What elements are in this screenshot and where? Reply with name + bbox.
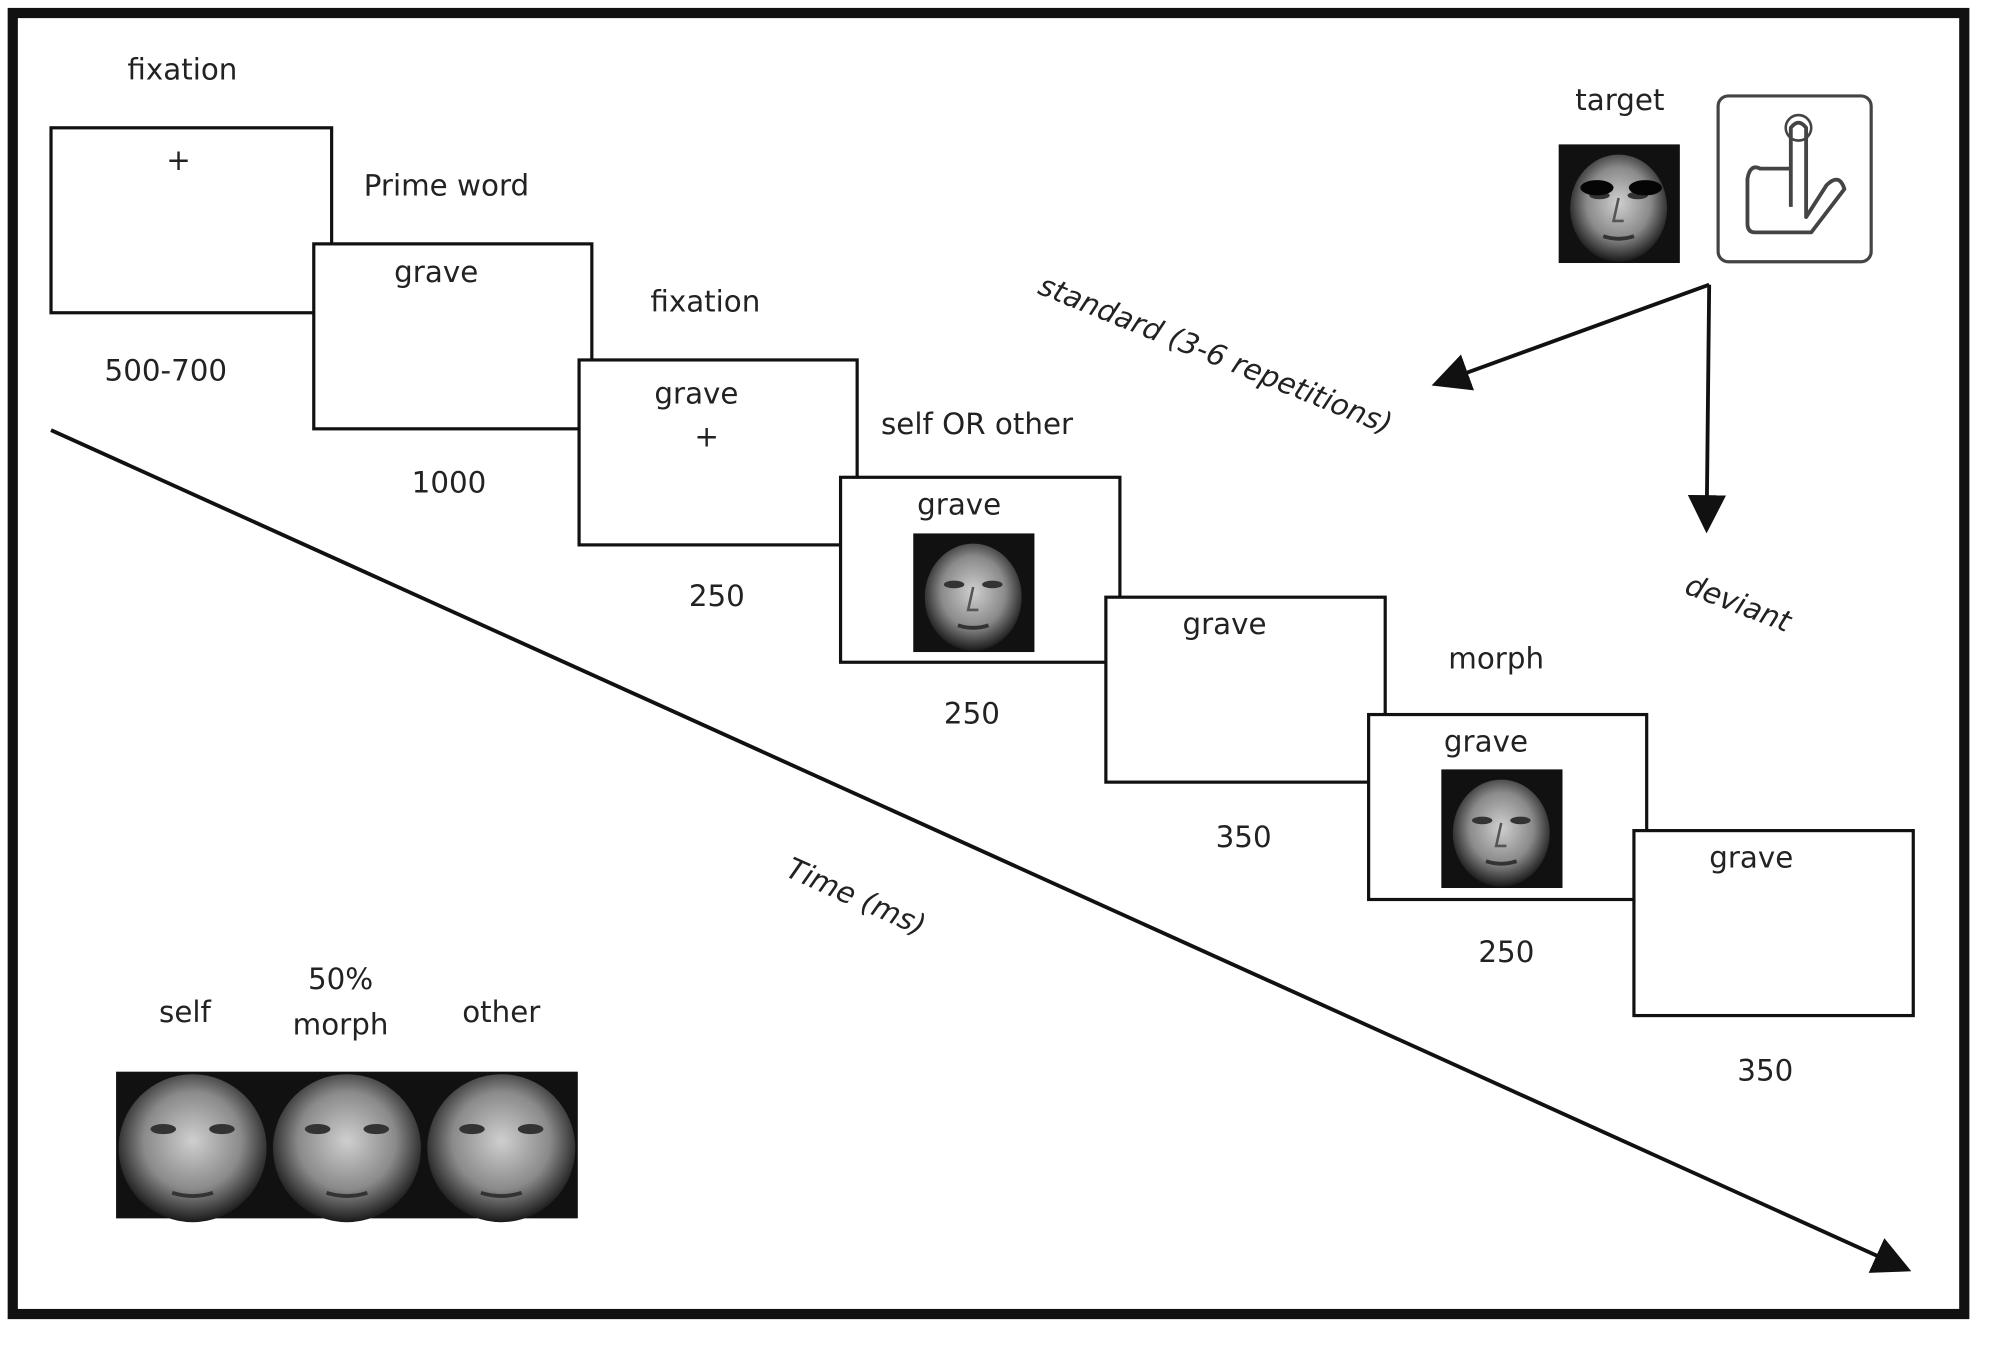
duration: 350 [1216,820,1272,854]
fixation-label: fixation [127,52,237,86]
screen-1: + 500-700 [49,126,334,387]
screen-2: grave 1000 [312,242,594,500]
duration: 500-700 [105,353,228,387]
screen-5: grave 350 [1104,595,1387,854]
morph-label: morph [1448,642,1544,676]
time-arrow [50,428,1912,1273]
deviant-arrow [1687,284,1727,534]
fixation-label: fixation [650,284,760,318]
morph-percent-label: 50% [308,962,373,996]
duration: 350 [1737,1054,1793,1088]
prime-word-label: Prime word [364,168,529,202]
screen-7: grave 350 [1632,829,1915,1088]
duration: 1000 [412,466,487,500]
target-face-image [1556,142,1682,265]
face-morph-strip [116,1071,578,1223]
fixation-cross: + [166,143,191,177]
prime-word: grave [917,487,1001,521]
target-label: target [1575,83,1664,117]
screen-6: grave 250 [1367,712,1649,969]
tap-finger-icon [1716,94,1873,264]
morph-word-label: morph [293,1008,389,1042]
prime-word: grave [1182,607,1266,641]
other-label: other [462,995,541,1029]
prime-word: grave [654,376,738,410]
standard-arrow [1431,282,1710,391]
fixation-cross: + [694,420,719,454]
self-label: self [159,995,211,1029]
duration: 250 [689,579,745,613]
prime-word: grave [1709,841,1793,875]
duration: 250 [944,696,1000,730]
duration: 250 [1478,935,1534,969]
prime-word: grave [1444,725,1528,759]
face-image [1439,767,1565,890]
self-or-other-label: self OR other [881,407,1074,441]
prime-word: grave [394,255,478,289]
screen-3: grave + 250 [577,358,859,613]
face-image [911,531,1037,654]
screen-4: grave 250 [838,475,1122,730]
